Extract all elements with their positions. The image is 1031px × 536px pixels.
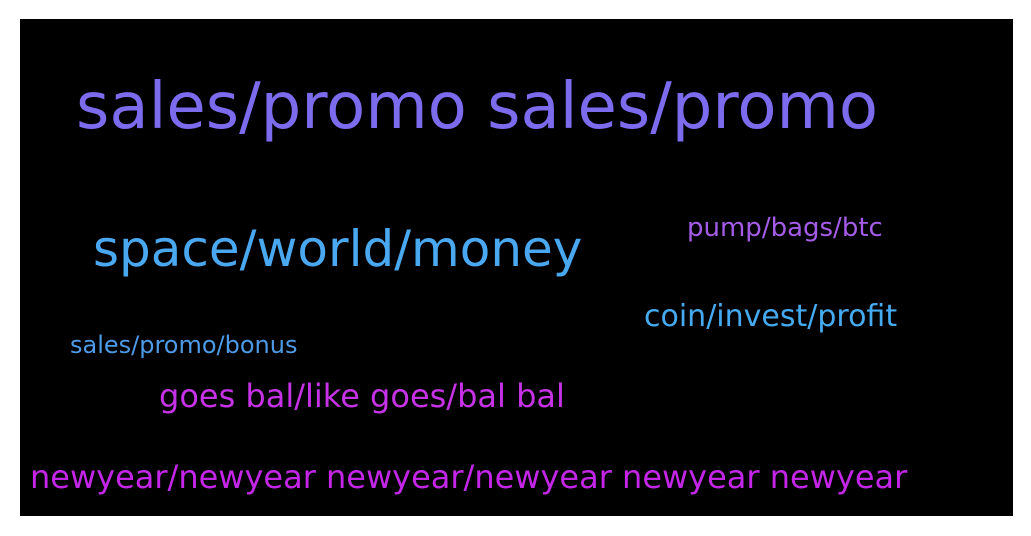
word-goes-bal-like: goes bal/like goes/bal bal (159, 377, 565, 415)
word-sales-promo-bonus: sales/promo/bonus (70, 331, 298, 359)
word-newyear-newyear: newyear/newyear newyear/newyear newyear … (30, 458, 908, 496)
word-space-world-money: space/world/money (93, 220, 583, 278)
word-coin-invest-profit: coin/invest/profit (644, 299, 898, 334)
word-sales-promo-sales-promo: sales/promo sales/promo (76, 70, 878, 144)
word-cloud: sales/promo sales/promo space/world/mone… (20, 19, 1013, 516)
word-pump-bags-btc: pump/bags/btc (687, 213, 883, 243)
